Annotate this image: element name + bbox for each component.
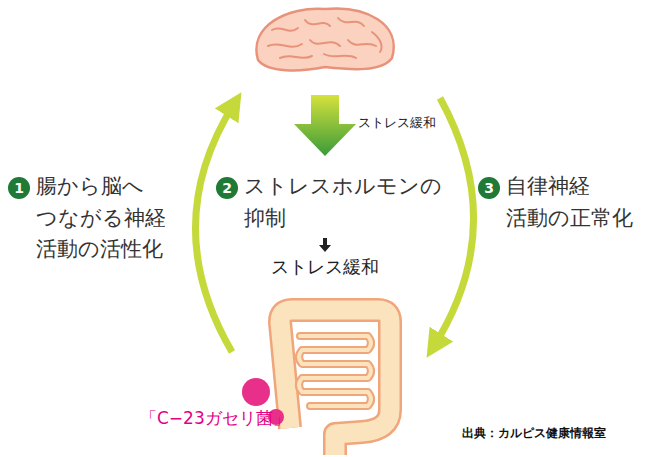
step-number: 1 — [8, 177, 30, 199]
result-label: ストレス緩和 — [271, 255, 379, 279]
step-number: 2 — [216, 177, 238, 199]
bacteria-dot — [242, 378, 270, 406]
numbered-step: 2 ストレスホルモンの 抑制 — [216, 171, 442, 234]
intestine-illustration — [280, 310, 390, 455]
colon-fill — [280, 310, 390, 455]
numbered-step: 3 自律神経 活動の正常化 — [478, 171, 633, 234]
step-text: 自律神経 活動の正常化 — [506, 171, 633, 234]
brain-outline — [256, 8, 393, 70]
small-intestine-fill — [299, 336, 371, 406]
brain-gyri — [268, 18, 382, 58]
source-note: 出典：カルピス健康情報室 — [462, 425, 606, 442]
brain-illustration — [256, 8, 393, 70]
bacteria-label: 「C−23ガセリ菌」 — [140, 407, 290, 430]
step-text: ストレスホルモンの 抑制 — [244, 171, 442, 234]
step-text: 腸から脳へ つながる神経 活動の活性化 — [36, 171, 166, 266]
brain-to-gut-arrow — [434, 98, 474, 346]
colon-outline — [280, 310, 390, 455]
step-number: 3 — [478, 177, 500, 199]
gut-to-brain-arrow — [195, 104, 234, 352]
numbered-step: 1 腸から脳へ つながる神経 活動の活性化 — [8, 171, 166, 266]
small-down-arrow — [319, 238, 331, 252]
small-intestine-outline — [299, 336, 371, 406]
arrow-label: ストレス緩和 — [358, 114, 436, 132]
stress-relief-arrow — [294, 95, 356, 156]
